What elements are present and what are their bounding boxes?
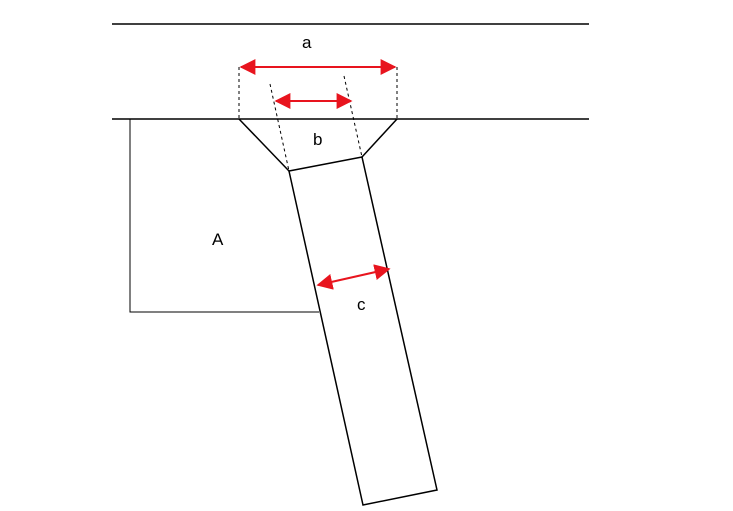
label-b: b — [313, 130, 322, 149]
inclined-member — [288, 156, 438, 506]
label-c: c — [357, 295, 366, 314]
label-a: a — [302, 33, 312, 52]
dimension-arrow-c — [316, 264, 391, 290]
region-a-outline — [129, 119, 319, 313]
dashed-extension-left — [269, 83, 290, 172]
chamfer-right — [361, 118, 398, 158]
chamfer-left — [238, 118, 290, 172]
dashed-extension-right — [343, 75, 363, 158]
label-region-a: A — [212, 230, 224, 249]
